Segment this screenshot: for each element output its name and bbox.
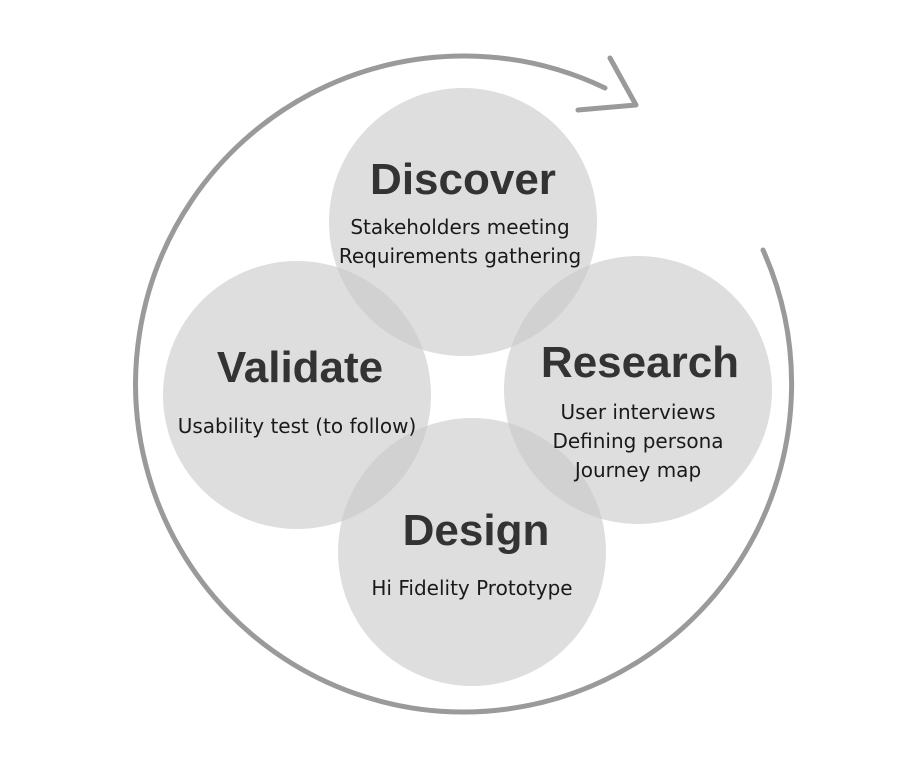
stage-item: User interviews [560,400,715,424]
stage-title-discover: Discover [370,155,556,204]
stage-item: Requirements gathering [339,244,581,268]
circle-discover [329,88,597,356]
cycle-arc [133,53,795,715]
stage-item: Usability test (to follow) [178,414,417,438]
stage-item: Stakeholders meeting [350,215,569,239]
stage-item: Journey map [573,458,701,482]
stage-research: Research User interviews Defining person… [541,338,739,482]
stage-title-research: Research [541,338,739,387]
stage-title-validate: Validate [217,343,383,392]
stage-design: Design Hi Fidelity Prototype [371,506,572,600]
stage-title-design: Design [403,506,550,555]
circular-arrow-icon [133,53,795,715]
stage-validate: Validate Usability test (to follow) [178,343,417,438]
stage-item: Defining persona [552,429,723,453]
circle-research [504,256,772,524]
stage-discover: Discover Stakeholders meeting Requiremen… [339,155,581,268]
circle-design [338,418,606,686]
circle-validate [163,261,431,529]
arrowhead [575,55,639,113]
stage-item: Hi Fidelity Prototype [371,576,572,600]
